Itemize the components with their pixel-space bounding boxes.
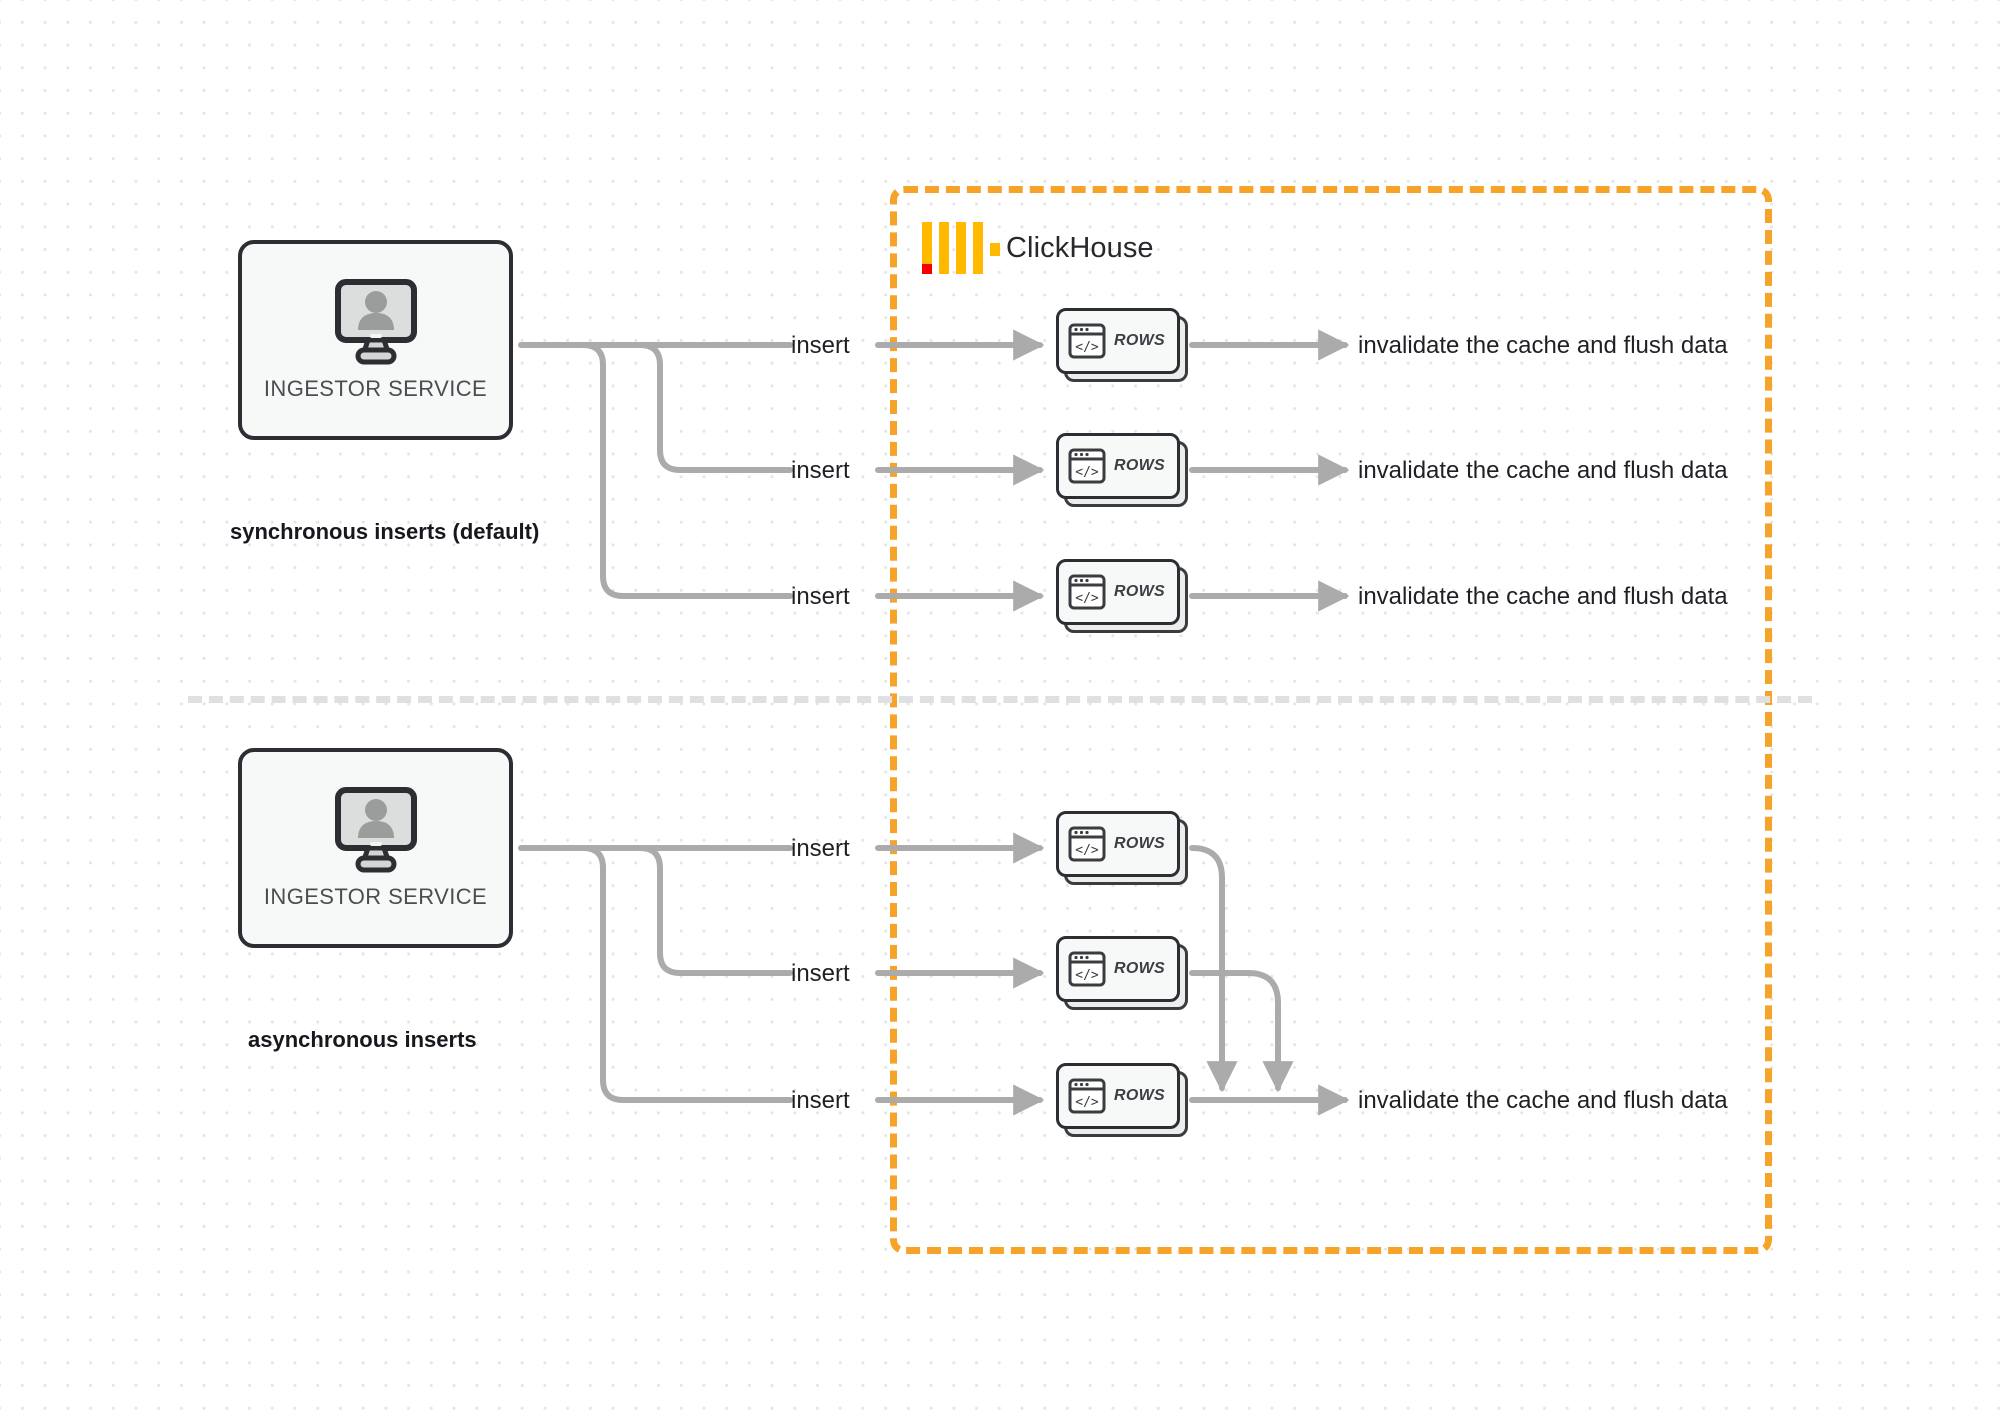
rows-card-front: </> ROWS bbox=[1056, 559, 1180, 625]
rows-card-front: </> ROWS bbox=[1056, 936, 1180, 1002]
edge-label-insert-async-3: insert bbox=[791, 1087, 850, 1114]
code-window-icon: </> bbox=[1068, 448, 1106, 484]
ingestor-service-sync[interactable]: INGESTOR SERVICE bbox=[238, 240, 513, 440]
rows-card-sync-2[interactable]: </> ROWS bbox=[1056, 433, 1188, 507]
clickhouse-boundary bbox=[890, 186, 1772, 1254]
svg-text:</>: </> bbox=[1075, 1095, 1099, 1110]
svg-text:</>: </> bbox=[1075, 843, 1099, 858]
rows-card-async-3[interactable]: </> ROWS bbox=[1056, 1063, 1188, 1137]
rows-card-sync-3[interactable]: </> ROWS bbox=[1056, 559, 1188, 633]
edge-label-insert-async-1: insert bbox=[791, 835, 850, 862]
edge-label-insert-sync-1: insert bbox=[791, 332, 850, 359]
clickhouse-logo-icon bbox=[922, 222, 1000, 274]
svg-text:</>: </> bbox=[1075, 968, 1099, 983]
wire-async-branch-row3 bbox=[580, 845, 793, 1103]
outcome-label-sync-3: invalidate the cache and flush data bbox=[1358, 583, 1728, 610]
rows-card-label: ROWS bbox=[1114, 457, 1165, 474]
ingestor-service-async[interactable]: INGESTOR SERVICE bbox=[238, 748, 513, 948]
ingestor-service-label-sync: INGESTOR SERVICE bbox=[263, 376, 488, 401]
caption-synchronous: synchronous inserts (default) bbox=[230, 519, 540, 544]
rows-card-front: </> ROWS bbox=[1056, 811, 1180, 877]
svg-text:</>: </> bbox=[1075, 591, 1099, 606]
code-window-icon: </> bbox=[1068, 826, 1106, 862]
rows-card-front: </> ROWS bbox=[1056, 433, 1180, 499]
outcome-label-sync-2: invalidate the cache and flush data bbox=[1358, 457, 1728, 484]
rows-card-label: ROWS bbox=[1114, 332, 1165, 349]
rows-card-front: </> ROWS bbox=[1056, 308, 1180, 374]
ingestor-service-label-async: INGESTOR SERVICE bbox=[263, 884, 488, 909]
monitor-user-icon bbox=[334, 787, 417, 873]
code-window-icon: </> bbox=[1068, 323, 1106, 359]
edge-label-insert-sync-3: insert bbox=[791, 583, 850, 610]
rows-card-label: ROWS bbox=[1114, 1087, 1165, 1104]
svg-text:</>: </> bbox=[1075, 465, 1099, 480]
wire-async-branch-row2 bbox=[637, 845, 793, 976]
rows-card-label: ROWS bbox=[1114, 960, 1165, 977]
outcome-label-async: invalidate the cache and flush data bbox=[1358, 1087, 1728, 1114]
edge-label-insert-async-2: insert bbox=[791, 960, 850, 987]
rows-card-label: ROWS bbox=[1114, 583, 1165, 600]
caption-asynchronous: asynchronous inserts bbox=[248, 1027, 477, 1052]
rows-card-async-2[interactable]: </> ROWS bbox=[1056, 936, 1188, 1010]
code-window-icon: </> bbox=[1068, 951, 1106, 987]
outcome-label-sync-1: invalidate the cache and flush data bbox=[1358, 332, 1728, 359]
rows-card-async-1[interactable]: </> ROWS bbox=[1056, 811, 1188, 885]
rows-card-sync-1[interactable]: </> ROWS bbox=[1056, 308, 1188, 382]
rows-card-front: </> ROWS bbox=[1056, 1063, 1180, 1129]
code-window-icon: </> bbox=[1068, 574, 1106, 610]
clickhouse-brand: ClickHouse bbox=[922, 222, 1154, 274]
wire-sync-branch-row3 bbox=[580, 342, 793, 599]
svg-text:</>: </> bbox=[1075, 340, 1099, 355]
rows-card-label: ROWS bbox=[1114, 835, 1165, 852]
code-window-icon: </> bbox=[1068, 1078, 1106, 1114]
monitor-user-icon bbox=[334, 279, 417, 365]
edge-label-insert-sync-2: insert bbox=[791, 457, 850, 484]
section-divider bbox=[188, 696, 1812, 703]
wire-sync-branch-row2 bbox=[637, 342, 793, 473]
clickhouse-wordmark: ClickHouse bbox=[1006, 231, 1154, 264]
